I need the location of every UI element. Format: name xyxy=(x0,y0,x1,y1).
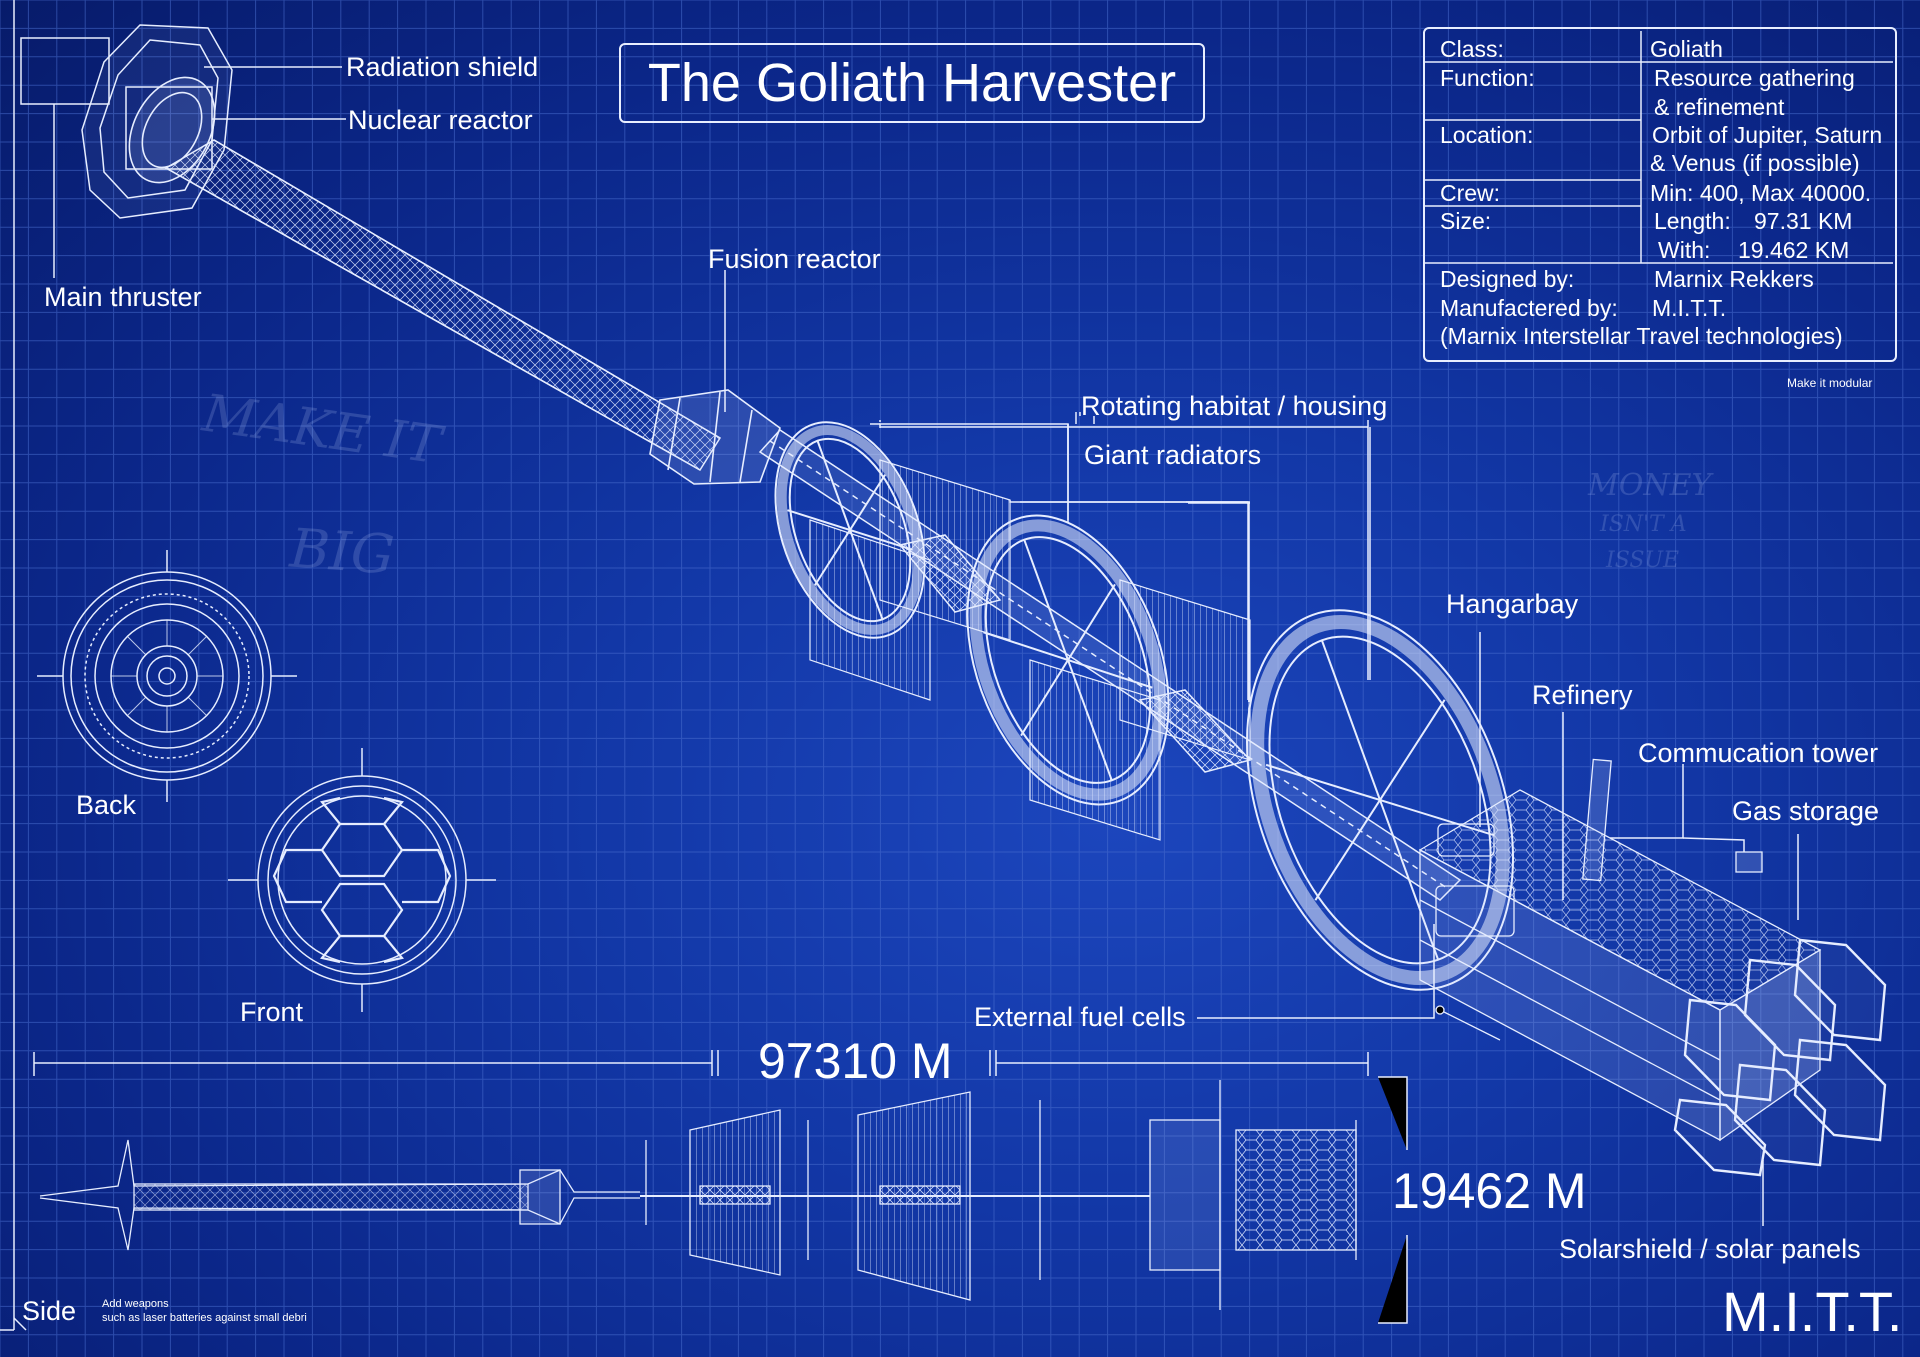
spec-label-designed-by: Designed by: xyxy=(1440,266,1575,292)
spec-size-length-label: Length: xyxy=(1654,208,1731,234)
spec-label-class: Class: xyxy=(1440,36,1504,62)
handwritten-note-money: MONEY xyxy=(1588,468,1712,503)
handwritten-note-issue: ISSUE xyxy=(1606,548,1680,573)
note-laser-batteries: such as laser batteries against small de… xyxy=(102,1312,307,1324)
note-make-it-modular: Make it modular xyxy=(1787,376,1873,390)
fusion-reactor-shape xyxy=(649,389,781,485)
page-title-text: The Goliath Harvester xyxy=(647,53,1177,113)
refinery-block xyxy=(1418,758,1822,1142)
spec-label-manufactured-by: Manufactered by: xyxy=(1440,295,1618,321)
sheet-frame xyxy=(0,0,27,1331)
rotating-habitat-rings xyxy=(774,421,1514,991)
spec-value-manufacturer-full: (Marnix Interstellar Travel technologies… xyxy=(1440,323,1843,349)
callout-refinery: Refinery xyxy=(1532,680,1633,710)
spec-value-function-2: & refinement xyxy=(1654,94,1785,120)
handwritten-note-isnt: ISN'T A xyxy=(1600,512,1687,537)
front-view-drawing xyxy=(228,748,496,1012)
callout-communication-tower: Commucation tower xyxy=(1638,738,1879,768)
spec-value-crew: Min: 400, Max 40000. xyxy=(1650,180,1872,206)
callout-nuclear-reactor: Nuclear reactor xyxy=(348,105,533,135)
side-view-drawing xyxy=(39,1080,1357,1310)
callout-main-thruster: Main thruster xyxy=(44,282,202,312)
view-label-back: Back xyxy=(76,790,137,820)
dimension-length: 97310 M xyxy=(758,1033,953,1089)
back-view-drawing xyxy=(37,550,297,802)
callout-fusion-reactor: Fusion reactor xyxy=(708,244,881,274)
callout-hangarbay: Hangarbay xyxy=(1446,589,1579,619)
callout-solarshield: Solarshield / solar panels xyxy=(1559,1234,1861,1264)
length-dimension-line xyxy=(33,1050,1369,1076)
callout-external-fuel-cells: External fuel cells xyxy=(974,1002,1186,1032)
spec-size-width-value: 19.462 KM xyxy=(1738,237,1850,263)
brand-logo: M.I.T.T. xyxy=(1722,1280,1903,1343)
callout-rotating-habitat: Rotating habitat / housing xyxy=(1081,391,1388,421)
spec-value-class: Goliath xyxy=(1650,36,1723,62)
handwritten-note-big: BIG xyxy=(287,516,397,587)
height-dimension-line xyxy=(1378,1076,1408,1324)
view-label-front: Front xyxy=(240,997,304,1027)
spec-size-width-label: With: xyxy=(1658,237,1711,263)
specs-table xyxy=(1423,27,1897,362)
spec-value-location-2: & Venus (if possible) xyxy=(1650,150,1860,176)
spec-size-length-value: 97.31 KM xyxy=(1754,208,1853,234)
note-add-weapons: Add weapons xyxy=(102,1298,169,1310)
spec-label-function: Function: xyxy=(1440,65,1535,91)
solarshield-hexes xyxy=(1673,938,1887,1177)
callout-giant-radiators: Giant radiators xyxy=(1084,440,1262,470)
spec-value-location-1: Orbit of Jupiter, Saturn xyxy=(1652,122,1883,148)
specs-row-lines xyxy=(1423,61,1893,264)
callout-gas-storage: Gas storage xyxy=(1732,796,1880,826)
dimension-height: 19462 M xyxy=(1392,1163,1587,1219)
page-title: The Goliath Harvester xyxy=(619,43,1205,123)
spec-label-size: Size: xyxy=(1440,208,1492,234)
view-label-side: Side xyxy=(22,1296,77,1326)
spec-value-manufacturer: M.I.T.T. xyxy=(1652,295,1727,321)
spine-truss xyxy=(164,139,722,472)
spec-value-designer: Marnix Rekkers xyxy=(1654,266,1814,292)
callout-leaders xyxy=(20,37,1799,1226)
callout-radiation-shield: Radiation shield xyxy=(346,52,539,82)
spec-label-crew: Crew: xyxy=(1440,180,1501,206)
spec-value-function-1: Resource gathering xyxy=(1654,65,1855,91)
spec-label-location: Location: xyxy=(1440,122,1534,148)
